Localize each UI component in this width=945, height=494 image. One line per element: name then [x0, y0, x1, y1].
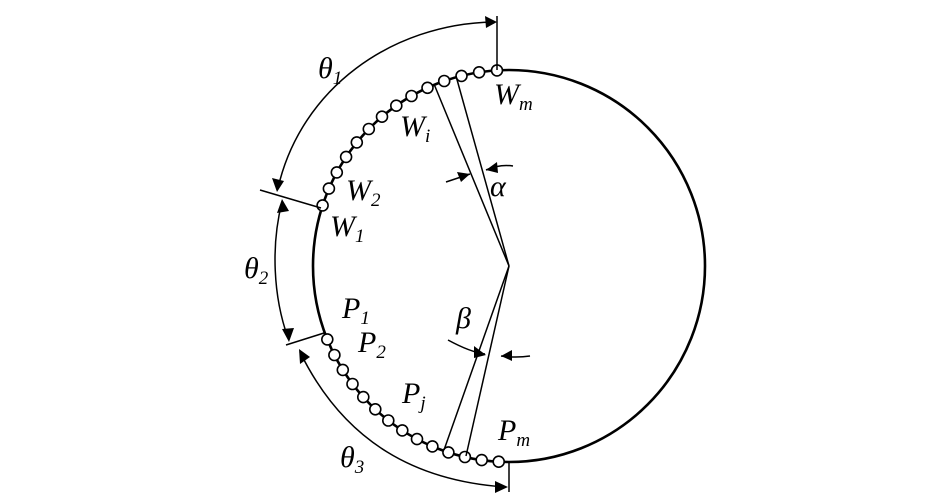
theta1-arrowhead-left: [272, 178, 284, 192]
p-point-marker: [381, 414, 395, 427]
label-w-2: W2: [346, 174, 381, 211]
w-point-marker: [405, 89, 418, 103]
label-w-i: Wi: [400, 110, 430, 147]
p-point-marker: [346, 377, 359, 391]
p-point-marker: [410, 432, 424, 446]
label-w-m: Wm: [494, 78, 533, 115]
w-point-marker: [421, 81, 434, 95]
w-point-marker: [455, 69, 468, 83]
label-w-1: W1: [330, 210, 365, 247]
label-theta1: θ1: [318, 52, 342, 89]
label-theta3: θ3: [340, 441, 364, 478]
alpha-arrowhead-2: [486, 162, 498, 173]
theta3-arrowhead-bottom: [495, 481, 508, 493]
p-point-markers: [320, 333, 506, 469]
p-point-marker: [442, 446, 455, 459]
label-p-1: P1: [341, 292, 370, 329]
p-point-marker: [368, 402, 382, 416]
p-point-marker: [395, 424, 409, 437]
p-point-marker: [475, 453, 489, 467]
w-point-marker: [322, 182, 336, 195]
p-point-marker: [356, 390, 370, 404]
w-point-markers: [316, 64, 504, 212]
p-point-marker: [426, 440, 439, 453]
w-point-marker: [362, 122, 376, 136]
label-alpha: α: [490, 170, 507, 203]
p-point-marker: [492, 455, 506, 469]
radius-line-p-b: [465, 265, 510, 457]
theta2-arc: [274, 201, 289, 339]
p-point-marker: [320, 333, 334, 346]
theta3-arc: [299, 351, 506, 488]
radius-line-p-a: [443, 265, 510, 451]
w-point-marker: [437, 74, 451, 88]
w-point-marker: [389, 99, 403, 112]
w-point-marker: [316, 199, 329, 212]
theta2-arrowhead-bottom: [282, 328, 294, 342]
label-theta2: θ2: [244, 252, 269, 289]
label-p-2: P2: [357, 326, 386, 363]
tick-w1: [259, 189, 322, 209]
p-point-marker: [328, 348, 341, 362]
w-point-marker: [350, 136, 364, 149]
theta1-arrowhead-top: [485, 16, 497, 28]
beta-arrowhead-2: [501, 350, 512, 361]
theta3-arrowhead-top: [299, 349, 310, 364]
beta-arrowhead: [474, 346, 486, 358]
theta1-arc: [277, 21, 494, 189]
alpha-arrowhead: [457, 172, 470, 182]
tick-p1: [285, 332, 325, 346]
w-point-marker: [472, 66, 486, 79]
radius-line-w-b: [455, 75, 510, 267]
p-point-marker: [336, 363, 350, 377]
label-p-m: Pm: [497, 414, 530, 451]
theta2-arrowhead-top: [277, 199, 289, 213]
label-beta: β: [455, 302, 471, 335]
w-point-marker: [330, 166, 344, 179]
p-point-marker: [458, 450, 472, 464]
w-point-marker: [339, 150, 353, 164]
w-point-marker: [375, 110, 389, 123]
radius-line-w-a: [433, 83, 510, 267]
label-p-j: Pj: [401, 377, 426, 414]
